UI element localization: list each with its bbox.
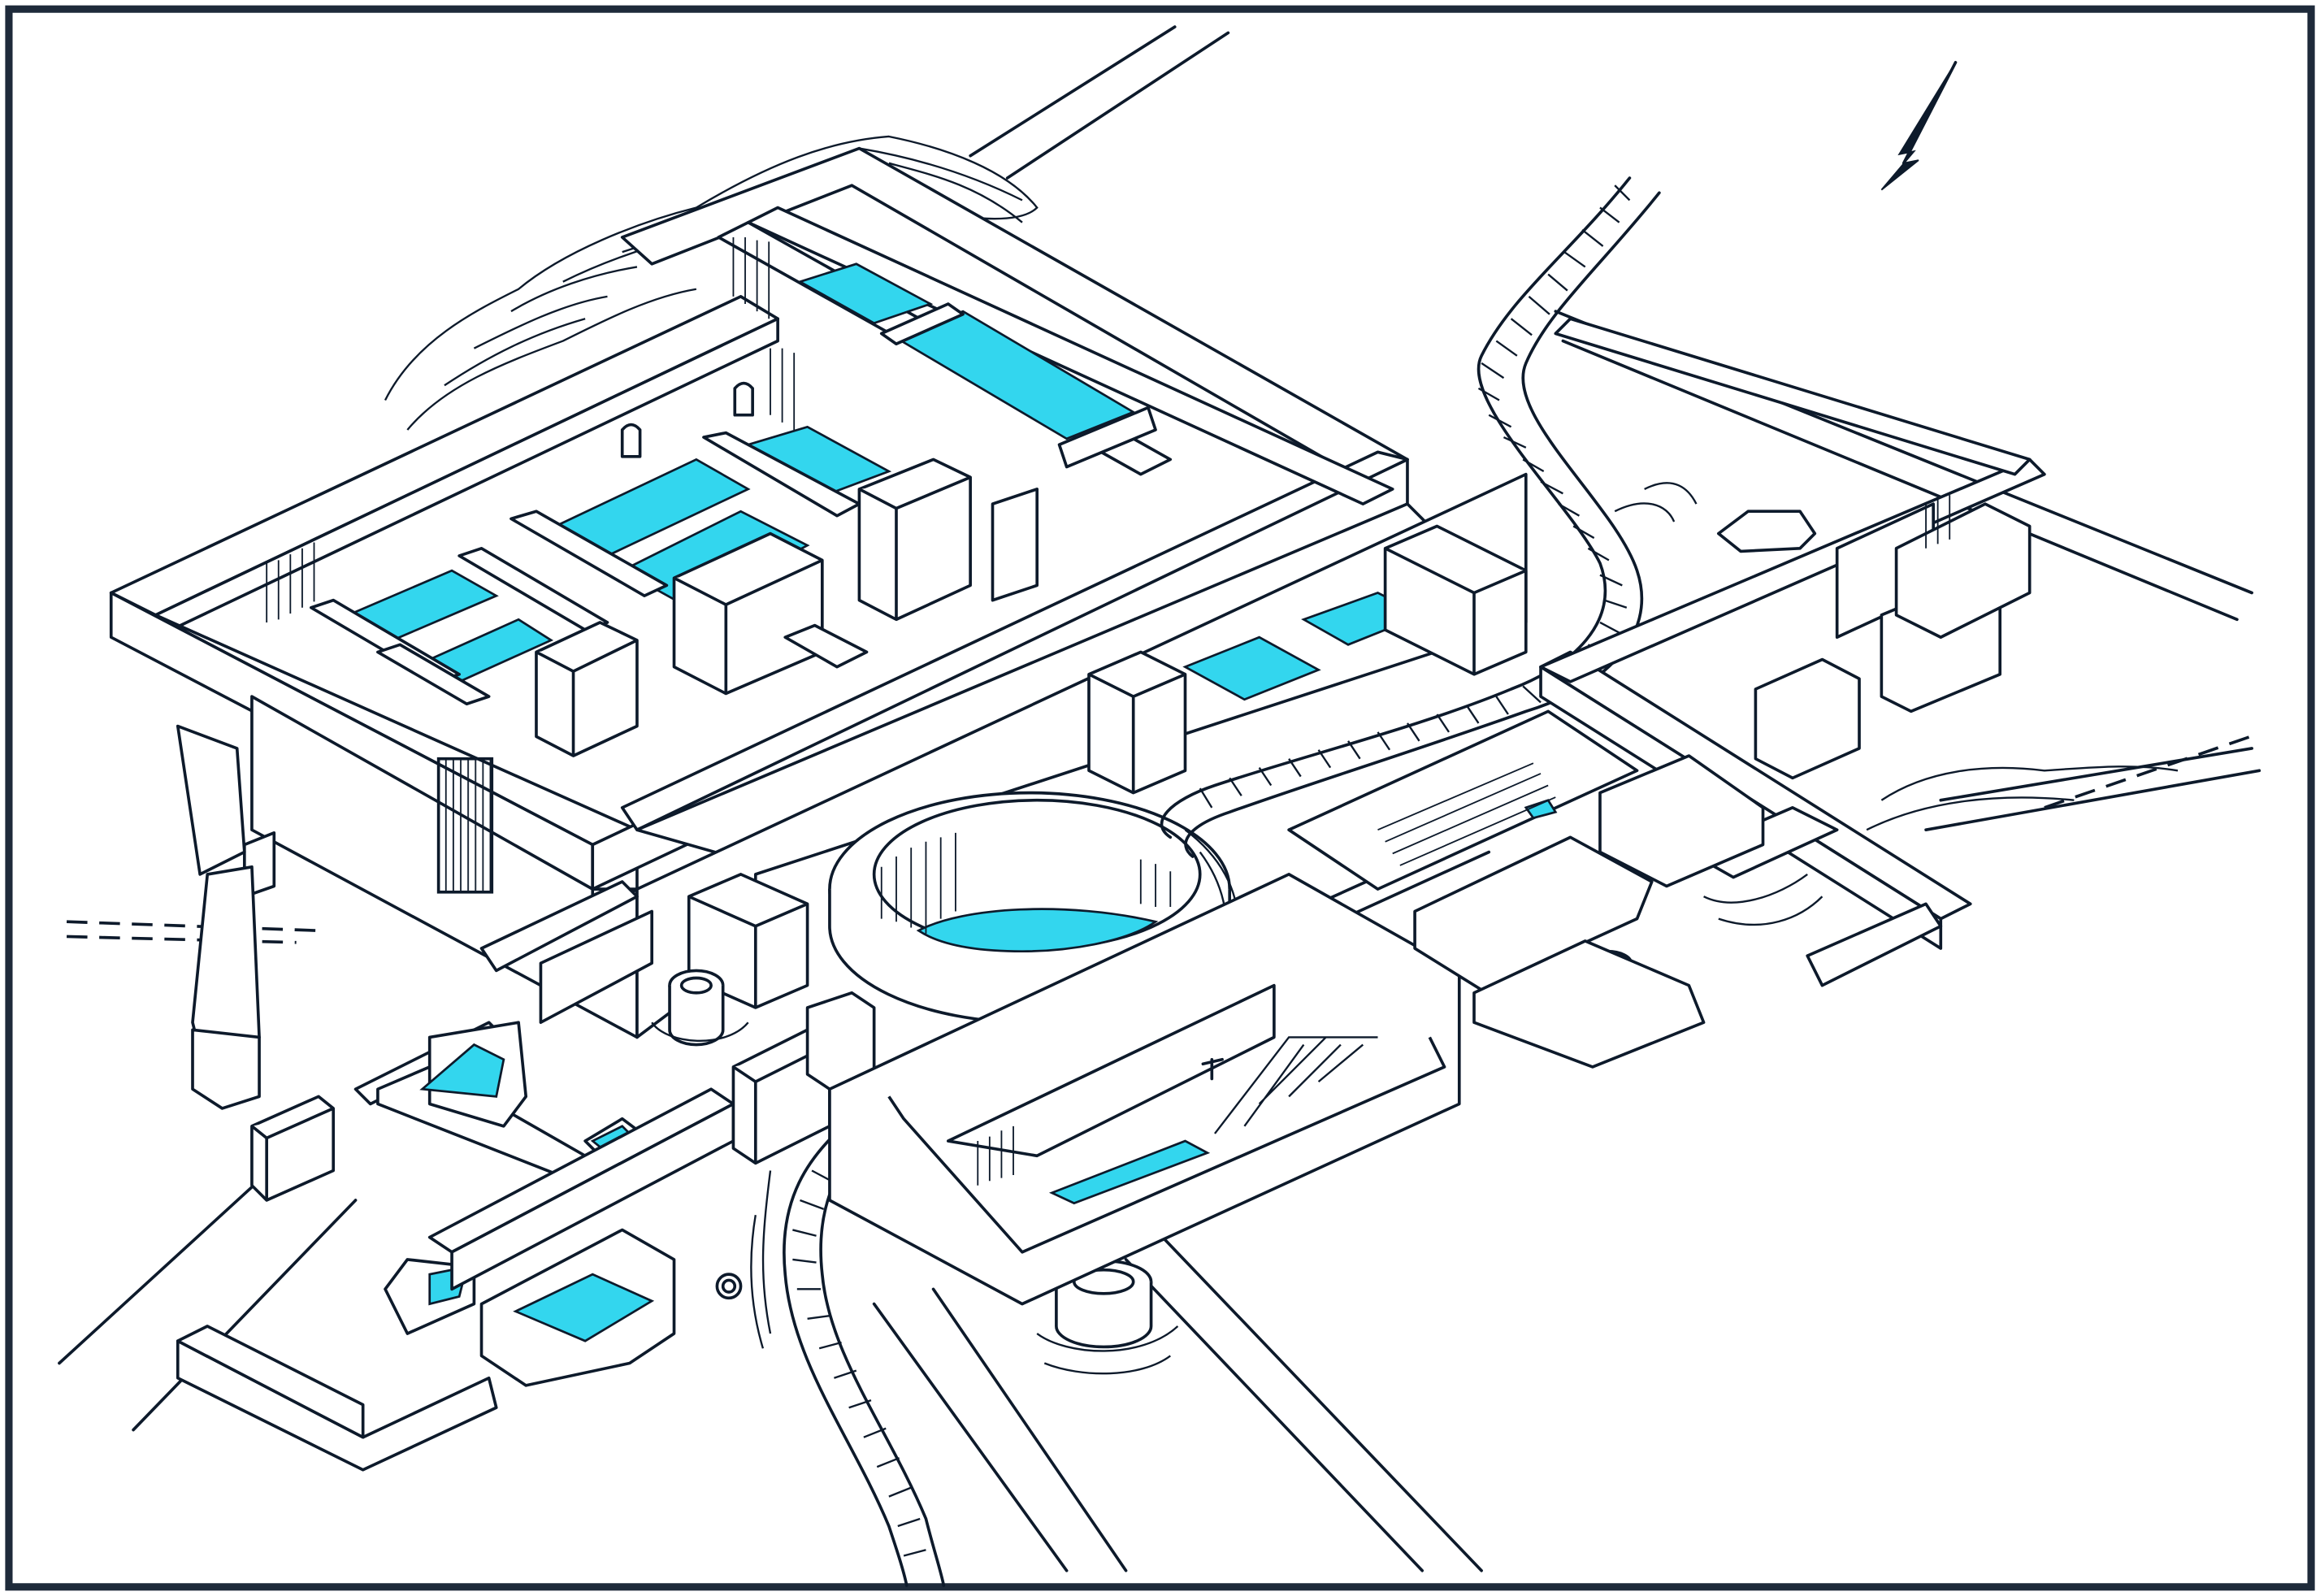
south-basin-building xyxy=(828,873,1461,1306)
cistern-south xyxy=(1036,1259,1179,1375)
window-1 xyxy=(620,423,642,458)
dashed-line-east xyxy=(2044,731,2260,809)
road-south xyxy=(872,1228,1483,1572)
cistern-west xyxy=(651,969,749,1047)
interior-blocks xyxy=(310,302,1528,795)
northeast-enclosure xyxy=(1554,317,2032,640)
east-complex xyxy=(1287,458,2179,1069)
figure-border xyxy=(5,5,2315,1591)
west-piers xyxy=(176,724,276,1110)
cistern-small xyxy=(715,1273,743,1300)
window-2 xyxy=(733,381,754,417)
southwest-complex xyxy=(176,873,876,1472)
north-arrow-icon xyxy=(1880,60,1958,191)
road-north xyxy=(969,25,1230,180)
dashed-line-west xyxy=(66,920,319,944)
doorway xyxy=(436,757,494,894)
